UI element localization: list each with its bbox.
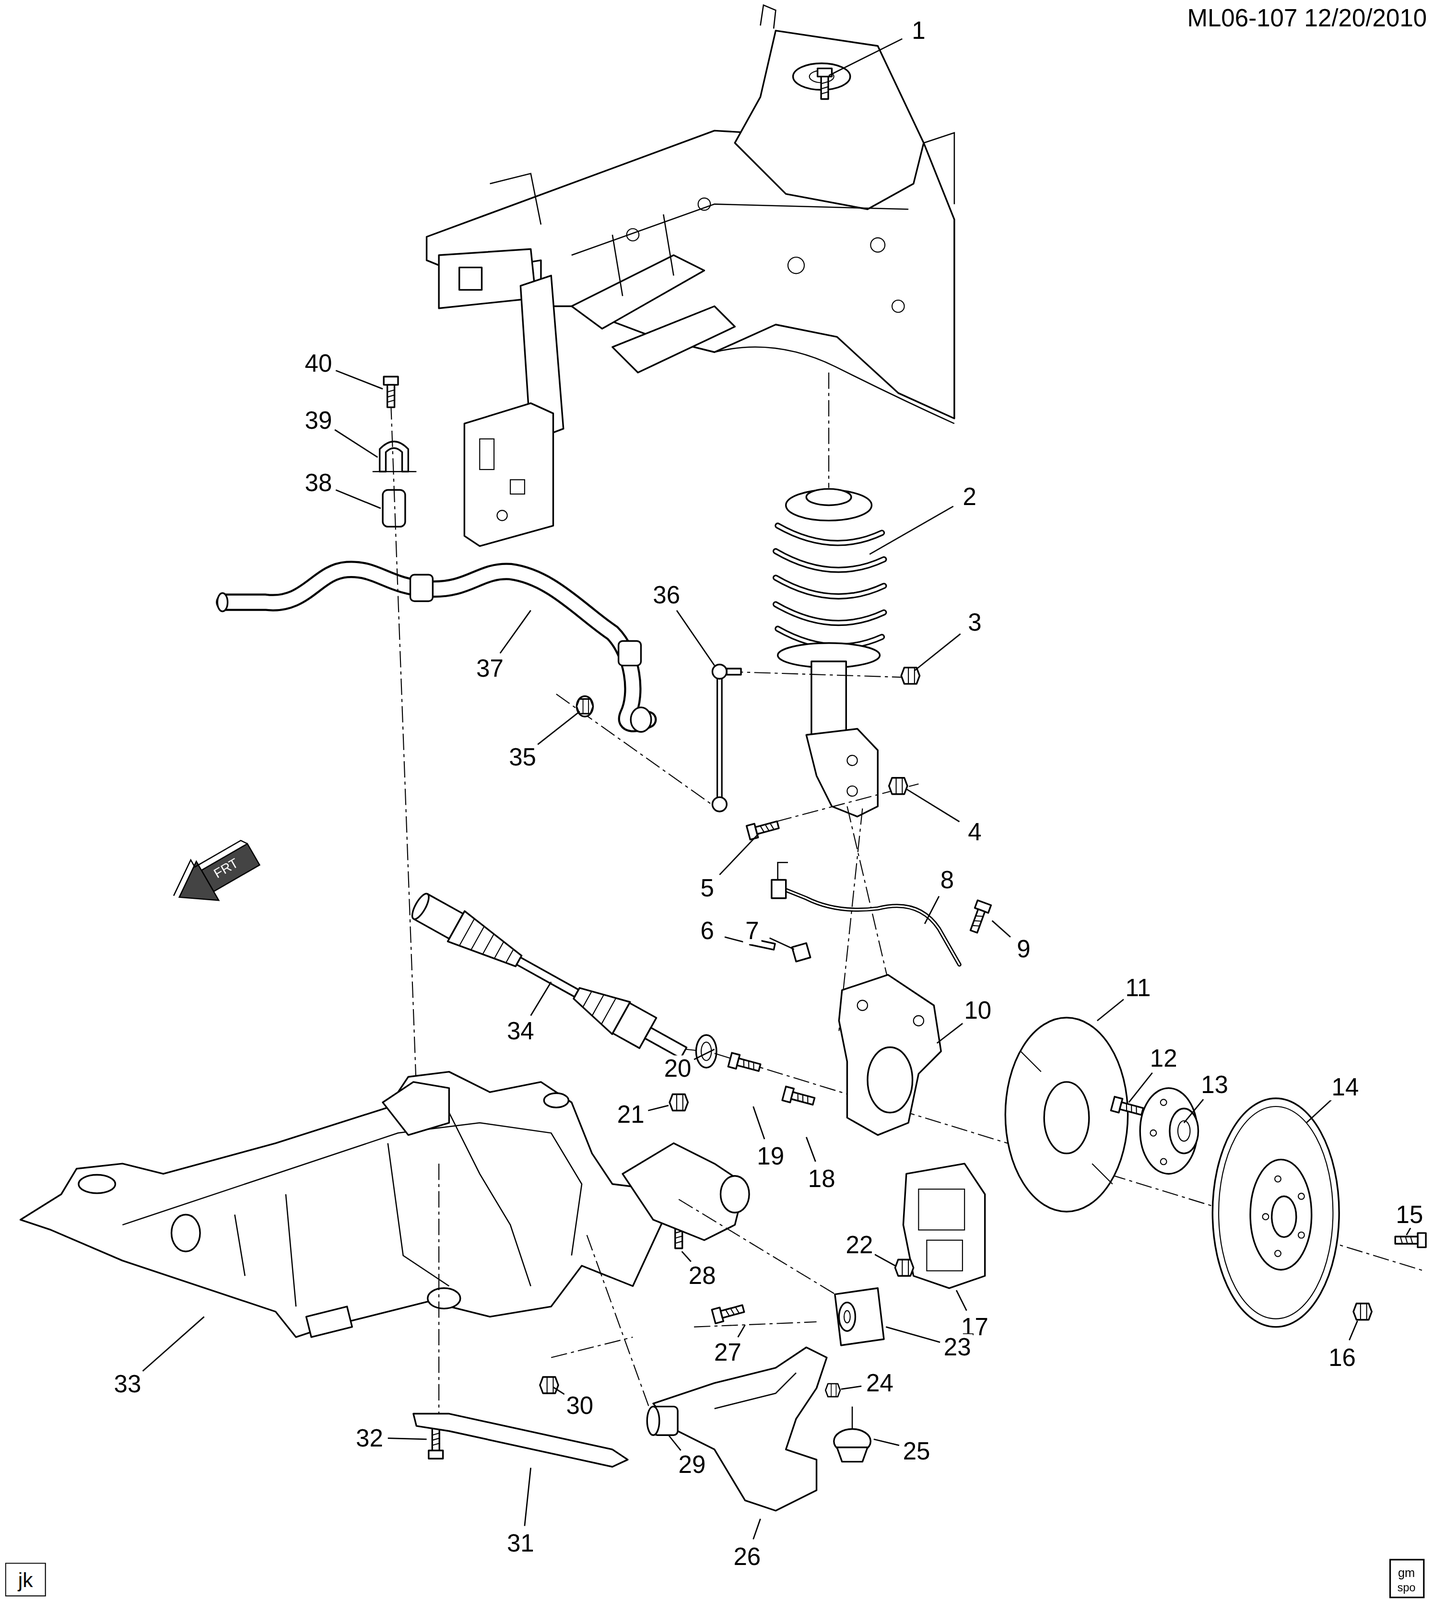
- callout-number: 5: [698, 875, 717, 902]
- leader-lines: [141, 38, 1411, 1539]
- callout-number: 3: [965, 609, 984, 636]
- callout-number: 29: [676, 1451, 708, 1478]
- front-arrow: [162, 831, 265, 919]
- callout-number: 13: [1198, 1071, 1231, 1098]
- callout-number: 34: [505, 1018, 537, 1045]
- subframe: [20, 1071, 848, 1422]
- callout-number: 21: [615, 1101, 647, 1128]
- callout-number: 24: [864, 1370, 896, 1397]
- callout-number: 11: [1123, 974, 1153, 1001]
- callout-number: 26: [731, 1543, 763, 1570]
- logo-text: gm: [1397, 1566, 1415, 1580]
- stamp-text: jk: [18, 1569, 34, 1590]
- callout-number: 12: [1147, 1045, 1179, 1072]
- callout-number: 33: [111, 1371, 143, 1398]
- knuckle-brake: [695, 862, 1424, 1327]
- drive-axle: [407, 887, 693, 1069]
- callout-number: 22: [843, 1232, 875, 1259]
- control-arm: [413, 1288, 884, 1511]
- callout-number: 38: [302, 469, 334, 496]
- callout-number: 9: [1014, 936, 1033, 963]
- callout-number: 20: [661, 1055, 694, 1082]
- callout-number: 31: [505, 1530, 537, 1557]
- callout-number: 37: [474, 655, 506, 682]
- callout-number: 40: [302, 350, 334, 377]
- callout-number: 30: [563, 1392, 596, 1419]
- callout-number: 6: [698, 917, 717, 944]
- callout-number: 18: [806, 1165, 838, 1192]
- callout-number: 32: [353, 1425, 386, 1452]
- callout-number: 14: [1329, 1074, 1361, 1101]
- callout-number: 25: [900, 1438, 932, 1465]
- callout-number: 8: [938, 867, 956, 893]
- diagram-number: ML06-107 12/20/2010: [1186, 5, 1427, 32]
- callout-number: 23: [941, 1334, 974, 1361]
- callout-number: 2: [960, 484, 979, 511]
- stamp-box: jk: [5, 1562, 47, 1597]
- callout-number: 39: [302, 407, 334, 434]
- callout-number: 7: [743, 917, 762, 944]
- logo-text: spo: [1397, 1582, 1416, 1595]
- callout-number: 1: [909, 17, 928, 44]
- callout-number: 19: [754, 1143, 787, 1170]
- body-structure: [426, 5, 955, 547]
- callout-number: 16: [1326, 1344, 1358, 1371]
- callout-number: 27: [712, 1339, 744, 1366]
- logo-box: [1390, 1559, 1424, 1598]
- strut-assembly: [726, 372, 919, 1032]
- callout-number: 15: [1393, 1201, 1425, 1228]
- callout-number: 35: [506, 744, 539, 771]
- callout-number: 4: [965, 819, 984, 846]
- callout-number: 36: [650, 582, 682, 609]
- callout-number: 28: [686, 1262, 718, 1289]
- stabilizer-bar: [217, 403, 741, 1093]
- callout-number: 10: [962, 997, 994, 1024]
